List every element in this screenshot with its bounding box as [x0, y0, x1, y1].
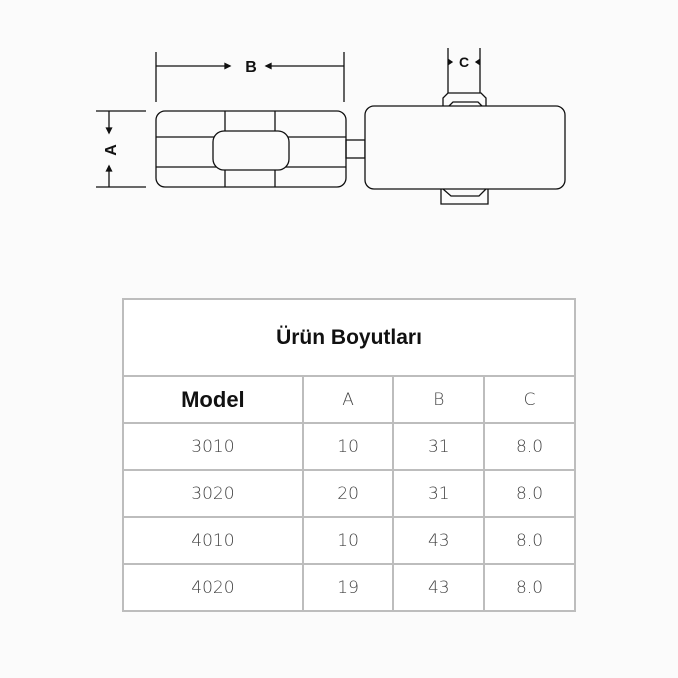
cell-a: 20 — [301, 469, 395, 518]
header-c: C — [483, 375, 576, 424]
table-title-row: Ürün Boyutları — [122, 298, 576, 377]
cell-c: 8.0 — [483, 469, 576, 518]
table-row: 3020 20 31 8.0 — [122, 469, 576, 518]
header-model: Model — [122, 375, 304, 424]
dimensions-table: Ürün Boyutları Model A B C 3010 10 31 8.… — [122, 298, 576, 612]
side-view — [364, 48, 566, 205]
front-view — [155, 110, 347, 188]
cell-model: 3010 — [122, 422, 304, 471]
dimension-a: A — [96, 110, 146, 188]
cell-model: 4010 — [122, 516, 304, 565]
cell-c: 8.0 — [483, 516, 576, 565]
cell-b: 43 — [392, 516, 486, 565]
table-header-row: Model A B C — [122, 375, 576, 424]
cell-b: 43 — [392, 563, 486, 612]
table-title: Ürün Boyutları — [122, 298, 576, 377]
cell-model: 3020 — [122, 469, 304, 518]
cell-b: 31 — [392, 422, 486, 471]
dimension-diagram: B A C — [96, 48, 566, 205]
cell-a: 10 — [301, 516, 395, 565]
label-c: C — [459, 54, 469, 70]
cell-a: 19 — [301, 563, 395, 612]
table-row: 4020 19 43 8.0 — [122, 563, 576, 612]
header-b: B — [392, 375, 486, 424]
label-b: B — [245, 59, 257, 76]
table-row: 4010 10 43 8.0 — [122, 516, 576, 565]
dimension-b: B — [155, 52, 345, 102]
connector — [345, 139, 366, 159]
dimension-c: C — [448, 54, 480, 70]
header-a: A — [301, 375, 395, 424]
cell-model: 4020 — [122, 563, 304, 612]
cell-c: 8.0 — [483, 422, 576, 471]
cell-a: 10 — [301, 422, 395, 471]
cell-b: 31 — [392, 469, 486, 518]
cell-c: 8.0 — [483, 563, 576, 612]
label-a: A — [103, 144, 120, 156]
table-row: 3010 10 31 8.0 — [122, 422, 576, 471]
